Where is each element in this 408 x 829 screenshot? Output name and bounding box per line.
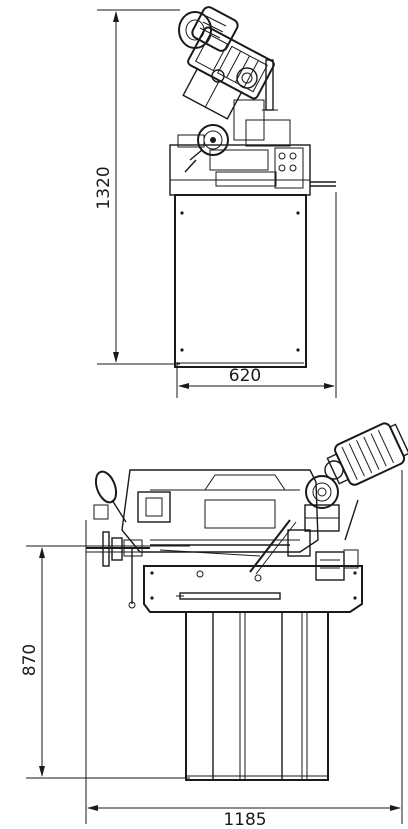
front-base-cabinet [174,194,307,368]
side-tension-handle [93,470,127,523]
side-base-cabinet [185,611,329,781]
front-width-dimension: 620 [176,192,337,398]
side-bed-frame [143,565,363,613]
side-height-label: 870 [20,644,40,676]
front-motor [178,6,239,52]
side-clamp-bar [249,499,359,581]
side-vise-handle [86,531,150,609]
front-height-label: 1320 [94,166,114,209]
side-saw-arm [121,469,319,557]
side-length-dimension: 1185 [85,470,403,829]
front-gear-details [211,59,291,147]
front-table [169,134,336,196]
side-view: 870 1185 [20,422,408,829]
side-height-dimension: 870 [20,545,190,779]
front-handwheel [184,124,229,173]
front-view: 1320 620 [94,6,337,398]
side-gearbox [304,460,344,532]
side-motor [326,422,408,486]
front-width-label: 620 [229,366,261,386]
front-height-dimension: 1320 [94,9,180,365]
side-length-label: 1185 [223,810,266,829]
